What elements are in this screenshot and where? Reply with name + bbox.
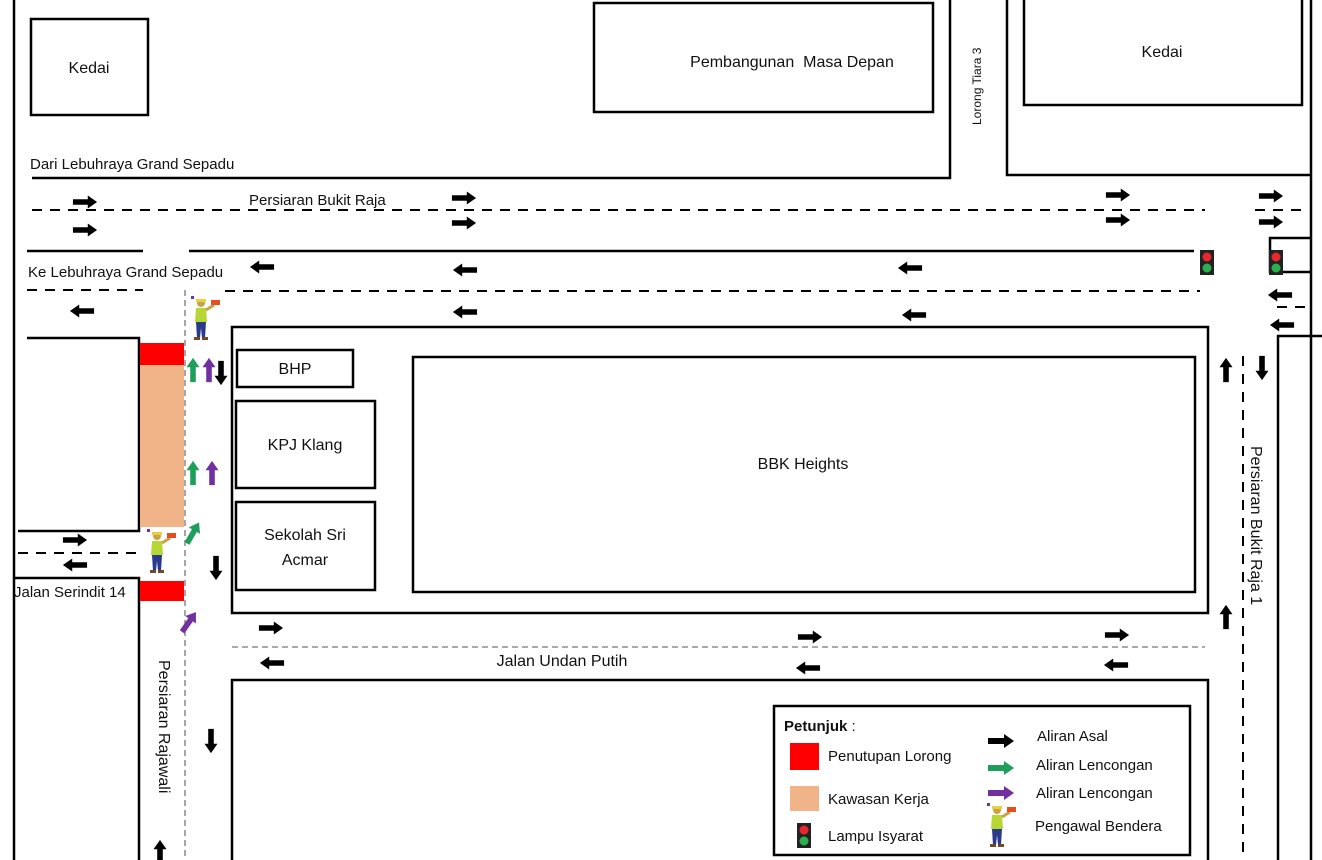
label-kedai-right: Kedai [1142,44,1183,61]
arrow-up-icon [153,839,167,860]
label-persiaran-rajawali: Persiaran Rajawali [155,660,172,793]
arrow-up-purple-icon [205,460,219,486]
legend-diversion-green-label: Aliran Lencongan [1036,757,1153,774]
arrow-up-purple-icon [202,357,216,383]
lane-closure [140,581,184,601]
label-jalan-serindit-14: Jalan Serindit 14 [14,584,126,601]
arrow-up-icon [1219,357,1233,383]
label-sekolah-line2: Acmar [282,552,329,569]
label-bhp: BHP [279,361,312,378]
legend-flagman-label: Pengawal Bendera [1035,818,1162,835]
arrow-down-icon [204,728,218,754]
building-left-lower [14,576,141,860]
label-persiaran-bukit-raja: Persiaran Bukit Raja [249,192,386,209]
legend-lane-closure-swatch [790,743,819,770]
arrow-down-icon [1255,355,1269,381]
label-future-development: Pembangunan Masa Depan [690,54,894,71]
arrow-right-icon [72,195,98,209]
arrow-left-icon [1103,658,1129,672]
label-from-highway: Dari Lebuhraya Grand Sepadu [30,156,234,173]
arrow-left-icon [1269,318,1295,332]
arrow-diagonal-purple-icon [176,608,202,636]
flagman-icon [145,527,178,575]
building-kedai-right [1022,0,1304,107]
road-edge-top-left [32,0,952,180]
arrow-left-icon [897,261,923,275]
block-lower [230,678,1210,860]
legend-work-zone-swatch [790,786,819,811]
legend-original-flow-label: Aliran Asal [1037,728,1108,745]
legend-lane-closure-label: Penutupan Lorong [828,748,951,765]
arrow-right-icon [62,533,88,547]
lane-closure [140,343,184,365]
arrow-down-icon [214,360,228,386]
arrow-down-icon [209,555,223,581]
arrow-up-icon [1219,604,1233,630]
legend-title: Petunjuk : [784,718,856,735]
building-bhp [235,348,355,389]
arrow-right-icon [451,191,477,205]
arrow-left-icon [452,305,478,319]
label-persiaran-bukit-raja-1: Persiaran Bukit Raja 1 [1247,446,1264,605]
building-sekolah-sri-acmar [234,500,377,592]
arrow-left-icon [62,558,88,572]
arrow-right-icon [1258,215,1284,229]
traffic-light-icon [1269,250,1283,275]
building-future-development [592,1,935,114]
work-zone [140,365,184,527]
label-kpj-klang: KPJ Klang [268,437,343,454]
legend-diversion-purple-label: Aliran Lencongan [1036,785,1153,802]
label-bbk-heights: BBK Heights [758,456,849,473]
label-kedai-left: Kedai [69,60,110,77]
arrow-right-icon [1105,213,1131,227]
label-jalan-undan-putih: Jalan Undan Putih [497,653,628,670]
arrow-left-icon [795,661,821,675]
arrow-right-icon [72,223,98,237]
legend-work-zone-label: Kawasan Kerja [828,791,930,808]
label-sekolah-line1: Sekolah Sri [264,527,346,544]
arrow-left-icon [1267,288,1293,302]
road-edge-top-right [1005,0,1310,177]
traffic-light-icon [1200,250,1214,275]
arrow-up-green-icon [186,357,200,383]
legend-traffic-light-label: Lampu Isyarat [828,828,924,845]
arrow-left-icon [249,260,275,274]
building-kpj-klang [234,399,377,490]
legend-box [772,704,1192,857]
flagman-icon [189,294,222,342]
arrow-left-icon [259,656,285,670]
arrow-right-icon [797,630,823,644]
arrow-right-icon [258,621,284,635]
arrow-up-green-icon [186,460,200,486]
arrow-left-icon [901,308,927,322]
arrow-right-icon [1258,189,1284,203]
label-to-highway: Ke Lebuhraya Grand Sepadu [28,264,223,281]
arrow-right-icon [1105,188,1131,202]
building-bbk-heights [411,355,1197,594]
building-left-block [18,336,141,533]
road-edge-right [1276,334,1322,860]
arrow-right-icon [1104,628,1130,642]
arrow-left-icon [452,263,478,277]
arrow-left-icon [69,304,95,318]
label-lorong-tiara-3: Lorong Tiara 3 [970,47,984,125]
legend: Petunjuk : Penutupan Lorong Kawasan Kerj… [772,704,1192,857]
building-kedai-left [29,17,150,117]
traffic-light-icon [797,823,811,848]
arrow-right-icon [451,216,477,230]
